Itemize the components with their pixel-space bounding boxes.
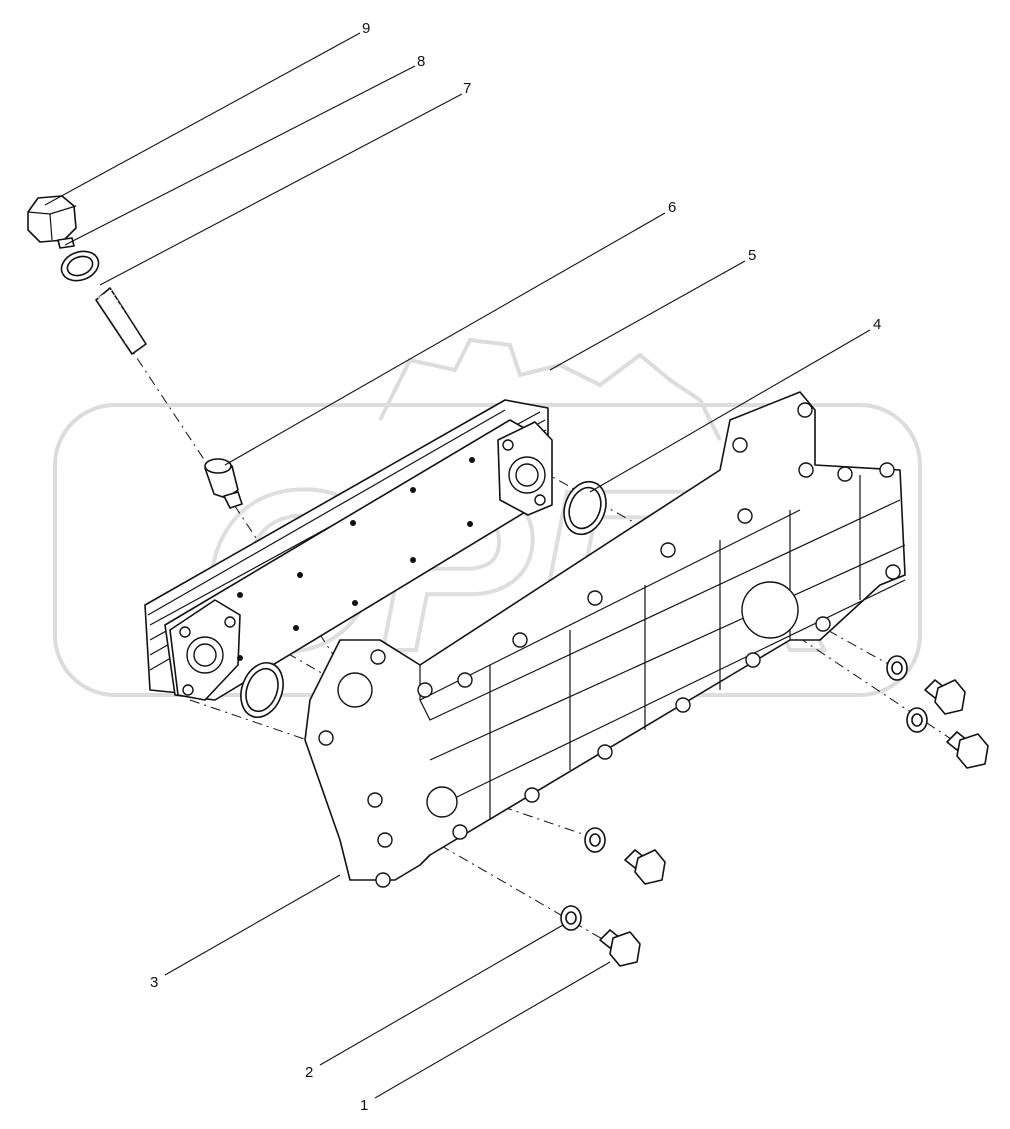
gasket-lower [240,662,284,718]
washer-right-lower [906,707,928,733]
bolt-mid [624,849,666,885]
bolt-part-1 [599,929,641,967]
callout-2: 2 [305,1064,313,1081]
callout-8: 8 [417,53,425,70]
washer-right-upper [886,655,908,681]
gasket-part-5 [563,480,607,536]
leader-lines [44,32,871,1099]
valve-part-6 [204,458,243,509]
cooler-core [144,399,553,701]
callout-1: 1 [360,1097,368,1114]
callout-5: 5 [748,247,756,264]
spring-part-7 [95,287,147,355]
callout-3: 3 [150,974,158,991]
callout-6: 6 [668,199,676,216]
plug-part-9 [27,195,77,249]
washer-mid [584,827,606,853]
callout-labels: 9 8 7 6 5 4 3 2 1 [150,20,881,1114]
seal-ring-part-8 [60,250,100,282]
callout-4: 4 [873,316,881,333]
bolt-right-upper [924,679,966,715]
washer-part-2 [560,905,582,931]
housing-part-3 [304,391,906,888]
callout-7: 7 [463,80,471,97]
callout-9: 9 [362,20,370,37]
bolt-right-lower [946,731,989,769]
